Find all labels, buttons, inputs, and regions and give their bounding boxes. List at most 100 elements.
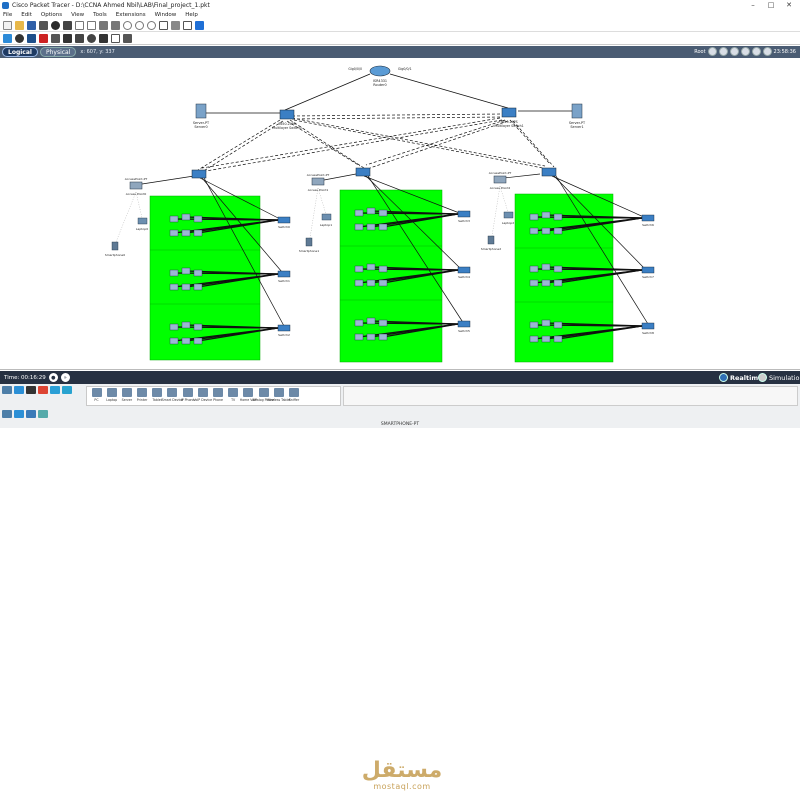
access-point0[interactable]: AccessPoint-PT Access Point0 [125, 177, 148, 196]
pc-icon[interactable] [553, 335, 563, 343]
pc-icon[interactable] [193, 229, 203, 237]
pc-link[interactable] [382, 322, 459, 325]
pc-link[interactable] [557, 325, 643, 340]
wireless-category-icon[interactable] [38, 410, 48, 418]
pc-link[interactable] [382, 323, 459, 338]
end-devices-icon[interactable] [14, 386, 24, 394]
pc-icon[interactable] [378, 333, 388, 341]
pc-icon[interactable] [529, 227, 539, 235]
paste-icon[interactable] [87, 20, 96, 30]
pc-category-icon[interactable] [2, 410, 12, 418]
draw-line-icon[interactable] [63, 33, 72, 43]
pc-icon[interactable] [354, 333, 364, 341]
access-switch[interactable] [641, 214, 655, 222]
iot-category-icon[interactable] [14, 410, 24, 418]
link-core0-core1[interactable] [291, 116, 503, 120]
pc-icon[interactable] [553, 265, 563, 273]
device-item[interactable]: Home VoIP [240, 388, 257, 402]
link-dist-ap0[interactable] [141, 175, 195, 185]
multilayer-switch1[interactable]: 3650-24PS Multilayer Switch1 [494, 107, 524, 128]
new-file-icon[interactable] [3, 20, 12, 30]
pc-icon[interactable] [181, 321, 191, 329]
connections-icon[interactable] [38, 386, 48, 394]
pc-link[interactable] [557, 268, 643, 271]
redo-icon[interactable] [111, 20, 120, 30]
pc-icon[interactable] [378, 209, 388, 217]
menu-tools[interactable]: Tools [93, 11, 107, 18]
pc-link[interactable] [197, 326, 279, 329]
logical-workspace[interactable]: ISR4331 Router0 Gig0/0/0 Gig0/0/1 Server… [0, 58, 800, 370]
pc-link[interactable] [197, 218, 279, 221]
pc-icon[interactable] [169, 323, 179, 331]
device-item[interactable]: Wireless Tablet [267, 388, 291, 402]
access-point1[interactable]: AccessPoint-PT Access Point1 [307, 173, 330, 192]
tab-logical[interactable]: Logical [2, 47, 38, 57]
pc-icon[interactable] [366, 223, 376, 231]
pc-icon[interactable] [541, 211, 551, 219]
link-core0-core1[interactable] [291, 113, 503, 117]
select-icon[interactable] [3, 33, 12, 43]
move-object-icon[interactable] [729, 47, 739, 56]
pc-icon[interactable] [541, 263, 551, 271]
link-router-core1[interactable] [389, 73, 509, 109]
link-router-core0[interactable] [284, 73, 371, 111]
pc-link[interactable] [557, 216, 643, 219]
pc-icon[interactable] [169, 283, 179, 291]
pc-icon[interactable] [169, 229, 179, 237]
components-icon[interactable] [26, 386, 36, 394]
access-switch[interactable] [277, 324, 291, 332]
device-item[interactable]: PC [89, 388, 104, 402]
add-simple-pdu-icon[interactable] [111, 33, 120, 43]
distribution-switch-icon[interactable] [355, 167, 371, 177]
resize-icon[interactable] [27, 33, 36, 43]
device-item[interactable]: Phone [211, 388, 226, 402]
pc-link[interactable] [197, 219, 279, 234]
pc-icon[interactable] [181, 229, 191, 237]
pc-icon[interactable] [378, 223, 388, 231]
pc-icon[interactable] [541, 227, 551, 235]
pc-link[interactable] [557, 269, 643, 284]
image-icon[interactable] [183, 20, 192, 30]
menu-window[interactable]: Window [154, 11, 177, 18]
set-tiled-background-icon[interactable] [740, 47, 750, 56]
pc-icon[interactable] [541, 319, 551, 327]
menu-extensions[interactable]: Extensions [115, 11, 146, 18]
device-item[interactable]: Tablet [150, 388, 165, 402]
menu-edit[interactable]: Edit [21, 11, 32, 18]
drawing-palette-icon[interactable] [159, 20, 168, 30]
link-dist-ap2[interactable] [503, 173, 541, 179]
pc-icon[interactable] [366, 333, 376, 341]
pc-icon[interactable] [366, 317, 376, 325]
device-item[interactable]: Laptop [104, 388, 119, 402]
pc-icon[interactable] [354, 265, 364, 273]
note-icon[interactable] [51, 33, 60, 43]
pc-icon[interactable] [193, 323, 203, 331]
fast-forward-icon[interactable]: » [60, 373, 70, 382]
pc-icon[interactable] [553, 213, 563, 221]
back-icon[interactable] [707, 47, 717, 56]
laptop0[interactable]: Laptop0 [136, 217, 148, 231]
pc-icon[interactable] [541, 335, 551, 343]
miscellaneous-icon[interactable] [50, 386, 60, 394]
copy-icon[interactable] [75, 20, 84, 30]
pc-icon[interactable] [553, 227, 563, 235]
delete-icon[interactable] [39, 33, 48, 43]
device-item[interactable]: IP Phone [180, 388, 195, 402]
pc-icon[interactable] [169, 215, 179, 223]
link-dist-ap1[interactable] [323, 173, 357, 181]
server1[interactable]: Server-PT Server1 [569, 103, 586, 129]
pc-icon[interactable] [366, 279, 376, 287]
pc-icon[interactable] [181, 267, 191, 275]
pc-icon[interactable] [529, 321, 539, 329]
custom-device-icon[interactable] [171, 20, 180, 30]
new-cluster-icon[interactable] [718, 47, 728, 56]
menu-file[interactable]: File [3, 11, 13, 18]
pc-link[interactable] [382, 213, 459, 228]
access-switch[interactable] [457, 266, 471, 274]
device-item[interactable]: VoIP Device [193, 388, 212, 402]
save-icon[interactable] [27, 20, 36, 30]
pc-link[interactable] [197, 273, 279, 288]
zoom-reset-icon[interactable] [135, 20, 144, 30]
pc-icon[interactable] [193, 215, 203, 223]
device-item[interactable]: Smart Device [162, 388, 183, 402]
